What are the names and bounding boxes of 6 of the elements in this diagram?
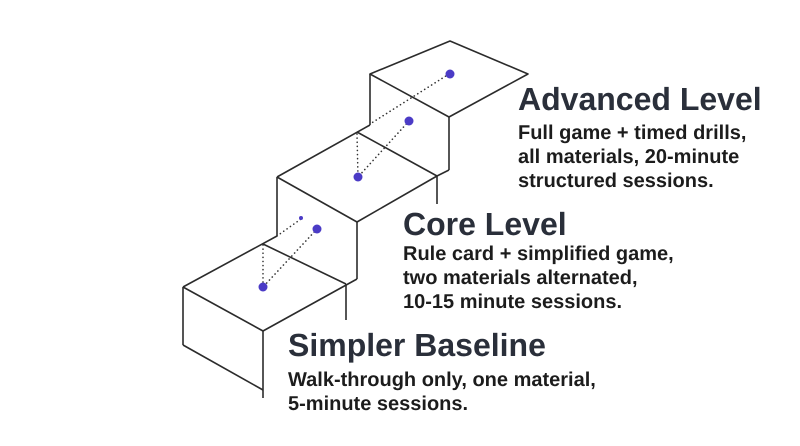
level-heading: Advanced Level: [518, 81, 762, 117]
level-heading: Simpler Baseline: [288, 327, 546, 363]
level-description: Rule card + simplified game, two materials alternated, 10-15 minute sessions.: [403, 242, 675, 314]
level-heading: Core Level: [403, 206, 567, 242]
level-description: Full game + timed drills, all materials, 20-minute structured sessions.: [518, 121, 748, 193]
level-description: Walk-through only, one material, 5-minute sessions.: [288, 368, 597, 416]
